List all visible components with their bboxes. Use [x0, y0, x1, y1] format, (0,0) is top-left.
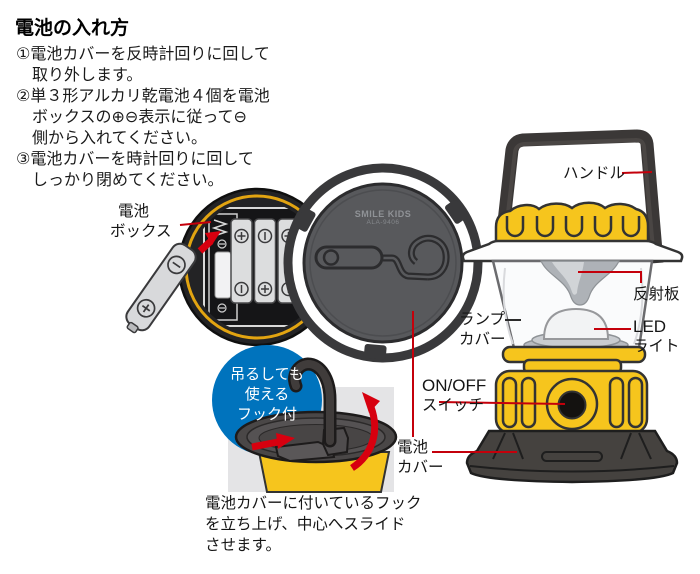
battery-box-label: 電池 ボックス	[110, 203, 172, 240]
instruction-line: ①電池カバーを反時計回りに回して	[16, 46, 270, 63]
page-title: 電池の入れ方	[15, 18, 130, 39]
base-battery-cover	[465, 429, 679, 484]
cover-disc	[302, 182, 464, 344]
instruction-line: 側から入れてください。	[32, 130, 208, 147]
battery-box-leader	[179, 221, 212, 226]
battery-cover-label: 電池 カバー	[397, 439, 444, 476]
instruction-line: ②単３形アルカリ乾電池４個を電池	[16, 88, 270, 105]
insert-arrow-icon	[197, 231, 221, 254]
handle-label: ハンドル	[563, 165, 626, 182]
model-text: ALA-9406	[366, 219, 400, 226]
leader-lines	[179, 171, 653, 453]
hook-caption: 電池カバーに付いているフック を立ち上げ、中心へスライド させます。	[205, 495, 422, 554]
rotate-arrow-icon	[349, 392, 380, 471]
on-off-switch	[557, 390, 587, 420]
switch-leader	[438, 401, 566, 405]
battery-being-inserted	[125, 242, 197, 334]
hook-badge-text: 吊るしても 使える フック付	[230, 366, 304, 423]
handle	[493, 129, 664, 264]
instruction-line: ボックスの⊕⊖表示に従って⊖	[32, 109, 247, 126]
top-cap	[494, 201, 650, 249]
lamp-cover-label: ランプ カバー	[459, 311, 506, 348]
on-off-switch-label: ON/OFF スイッチ	[422, 376, 487, 414]
slide-arrow-icon	[251, 433, 295, 451]
handle-leader	[621, 171, 653, 174]
hook-usage-illustration	[212, 345, 398, 493]
instruction-list: ①電池カバーを反時計回りに回して 取り外します。 ②単３形アルカリ乾電池４個を電…	[16, 44, 270, 191]
folded-hook-molding	[314, 234, 450, 281]
reflector-label: 反射板	[633, 286, 680, 303]
brand-text: SMILE KIDS	[354, 209, 412, 219]
flange	[461, 239, 684, 263]
led-light-label: LED ライト	[633, 317, 680, 355]
cover-print: SMILE KIDS ALA-9406	[328, 209, 438, 226]
instruction-line: ③電池カバーを時計回りに回して	[16, 151, 254, 168]
instruction-line: しっかり閉めてください。	[32, 172, 224, 189]
instruction-line: 取り外します。	[32, 67, 143, 84]
lantern-illustration	[461, 129, 684, 484]
spring-contact	[211, 219, 229, 237]
reflector-leader	[578, 271, 642, 283]
battery-cover-illustration	[283, 163, 483, 363]
